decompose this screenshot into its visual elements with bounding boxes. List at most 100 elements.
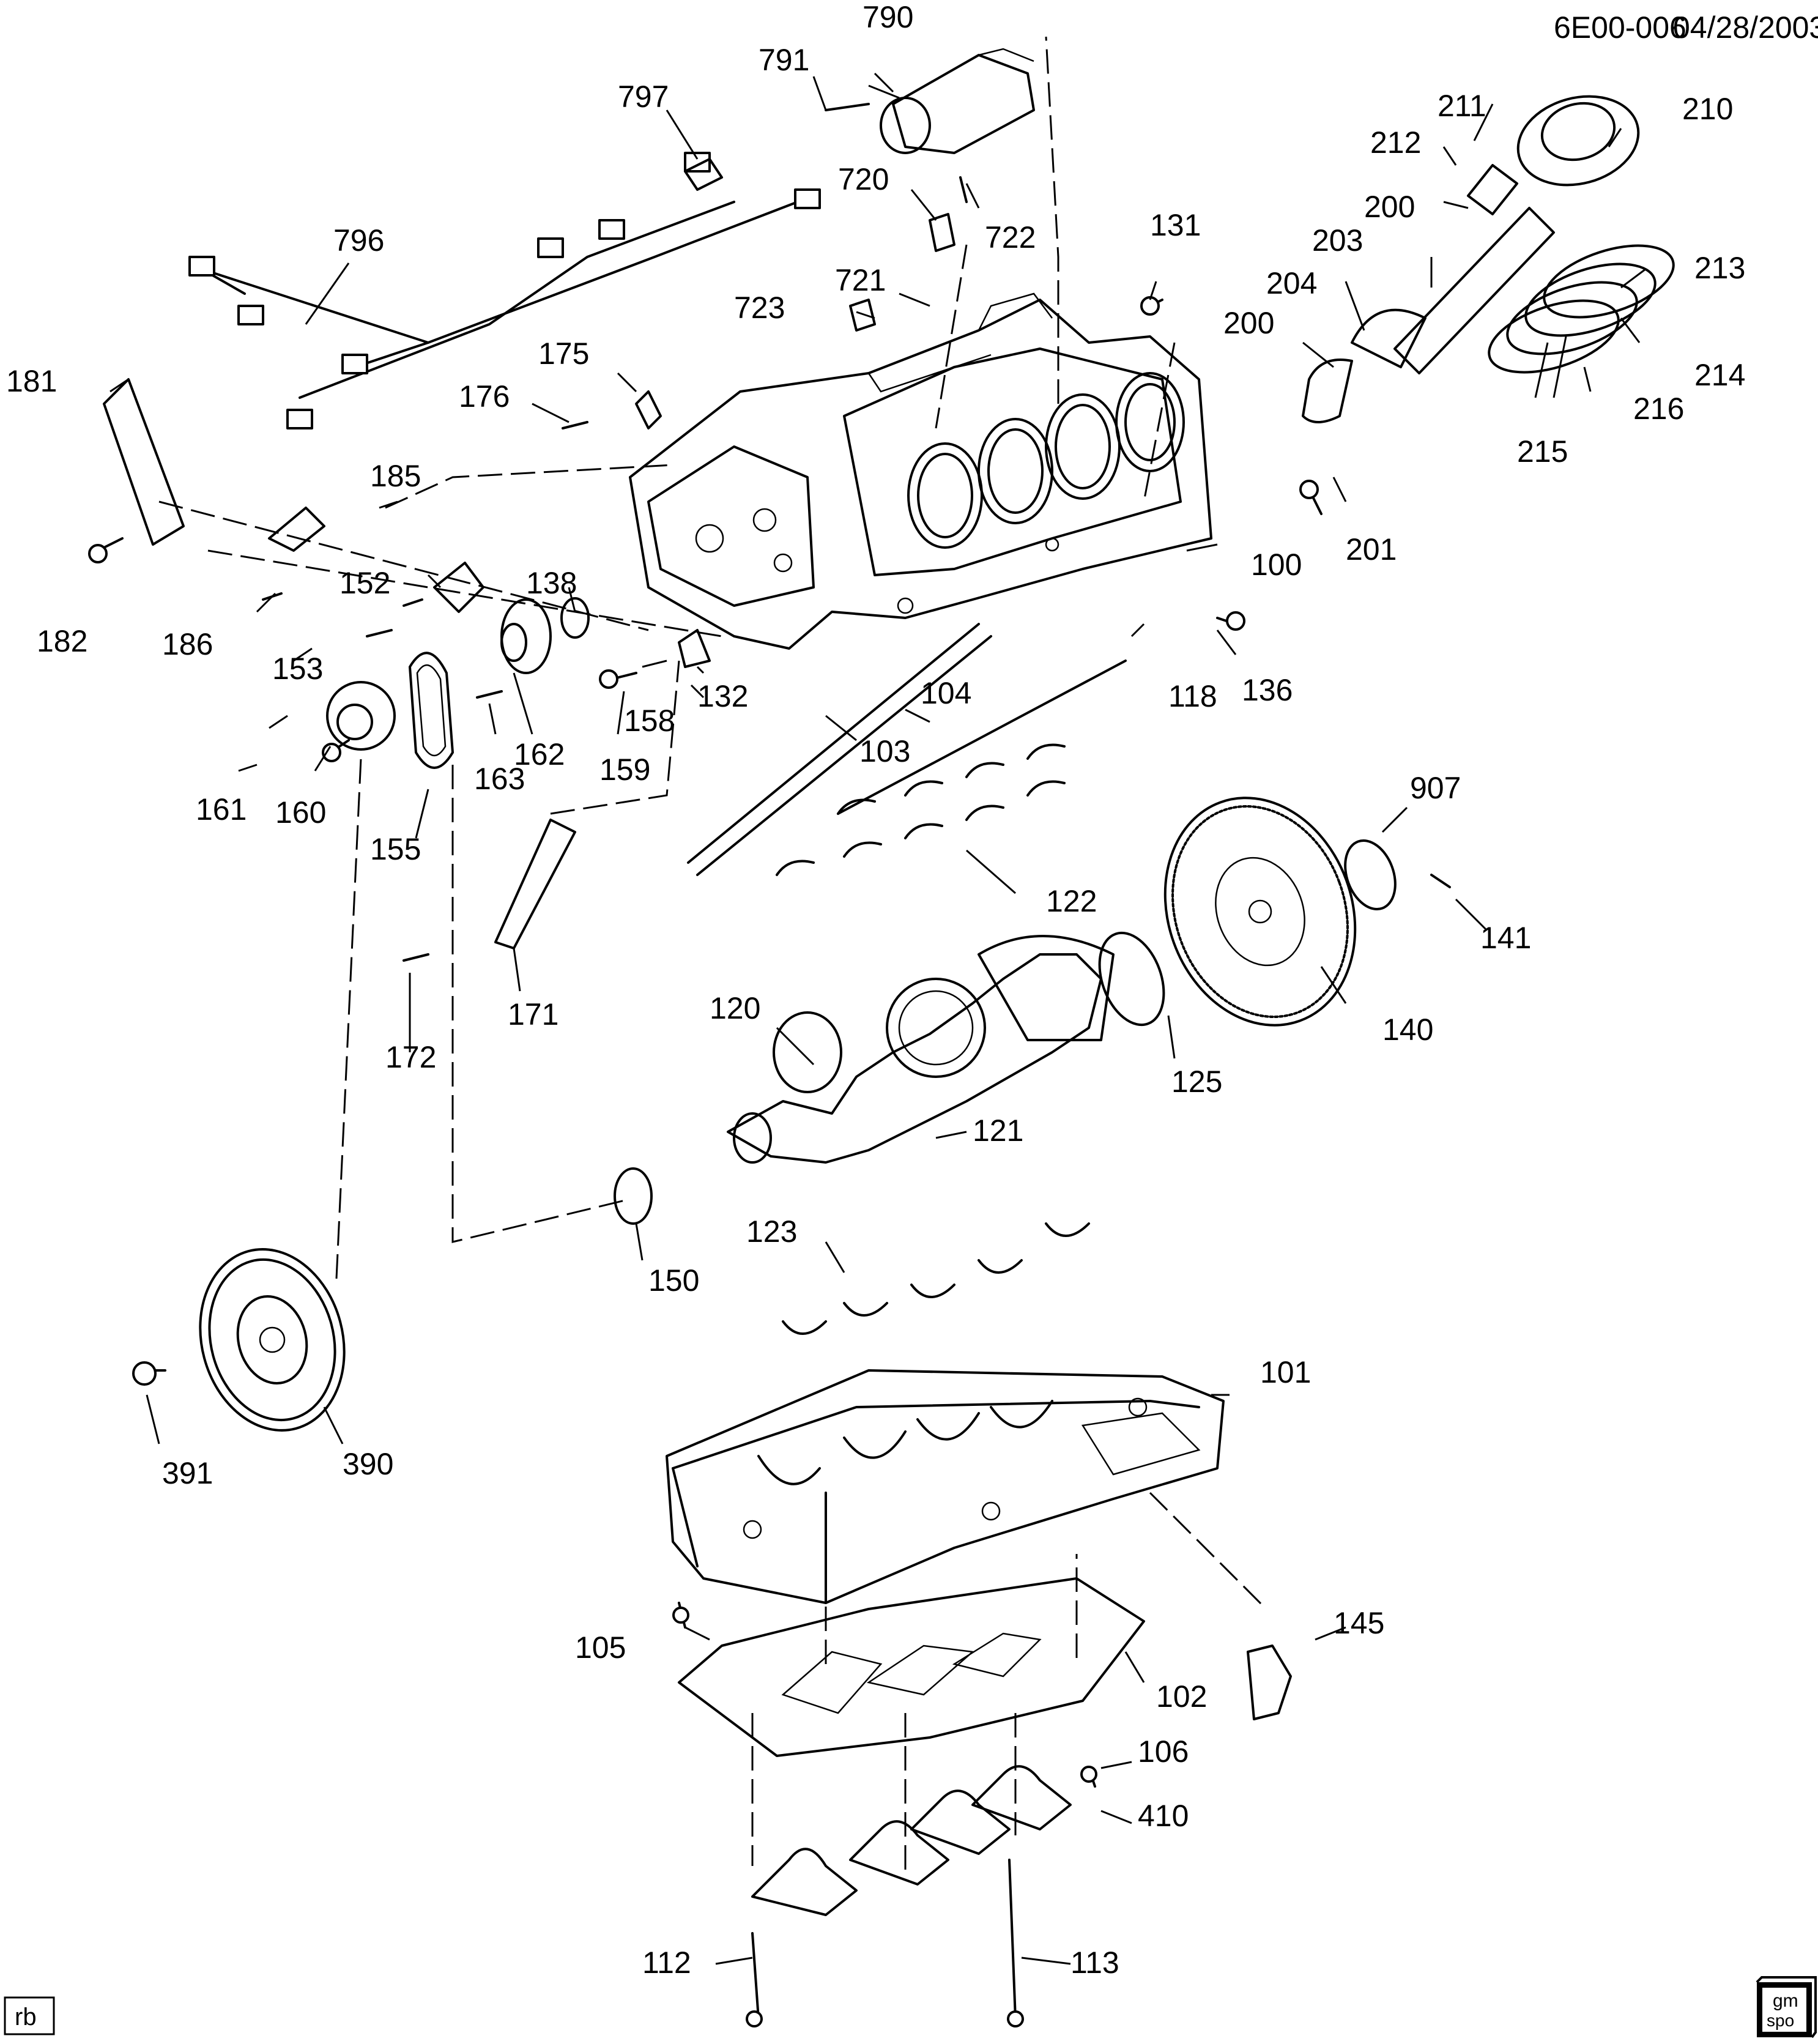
oil-cooler-145 xyxy=(1247,1644,1292,1720)
label-203: 203 xyxy=(1312,223,1363,258)
label-152: 152 xyxy=(339,566,390,600)
diagram-date: 04/28/2003 xyxy=(1673,10,1818,45)
rear-main-seal xyxy=(1098,931,1165,1027)
label-132: 132 xyxy=(697,679,748,713)
svg-text:rb: rb xyxy=(15,2004,37,2031)
label-100: 100 xyxy=(1251,548,1302,582)
label-211: 211 xyxy=(1438,89,1486,123)
flexplate-reinforcement xyxy=(1344,839,1397,911)
bearing-braces xyxy=(751,1765,1072,1916)
sensor-158 xyxy=(678,629,711,668)
svg-text:spo: spo xyxy=(1767,2011,1794,2030)
label-113: 113 xyxy=(1070,1946,1119,1980)
leader-lines xyxy=(109,72,1646,1965)
crank-sprocket-160 xyxy=(326,681,396,751)
label-171: 171 xyxy=(508,997,558,1031)
label-120: 120 xyxy=(710,991,760,1025)
flywheel xyxy=(1163,797,1357,1027)
fasteners xyxy=(88,103,1451,2027)
label-122: 122 xyxy=(1046,884,1097,918)
bracket-175 xyxy=(635,390,662,429)
label-105: 105 xyxy=(575,1630,626,1665)
label-797: 797 xyxy=(618,80,669,114)
crankshaft-balancer xyxy=(199,1248,346,1432)
label-138: 138 xyxy=(526,566,577,600)
label-131: 131 xyxy=(1150,208,1201,242)
diagram-code: 6E00-006 xyxy=(1554,10,1686,45)
lower-main-bearings xyxy=(782,1222,1090,1335)
timing-guide-181 xyxy=(103,378,185,546)
label-796: 796 xyxy=(333,223,384,258)
label-172: 172 xyxy=(385,1040,436,1074)
label-125: 125 xyxy=(1171,1065,1222,1099)
label-200-bottom: 200 xyxy=(1223,306,1274,340)
label-106: 106 xyxy=(1138,1734,1189,1769)
label-121: 121 xyxy=(973,1113,1023,1148)
label-721: 721 xyxy=(835,263,886,297)
label-210: 210 xyxy=(1682,92,1733,126)
starter-motor xyxy=(880,48,1035,154)
svg-text:gm: gm xyxy=(1773,1991,1798,2011)
label-212: 212 xyxy=(1370,125,1421,160)
label-101: 101 xyxy=(1260,1355,1311,1389)
piston-rings xyxy=(1488,244,1675,374)
label-390: 390 xyxy=(343,1447,393,1481)
label-723: 723 xyxy=(734,291,785,325)
sensor-723 xyxy=(849,299,876,332)
tensioner-152 xyxy=(433,562,484,613)
label-201: 201 xyxy=(1346,532,1397,567)
label-410: 410 xyxy=(1138,1799,1189,1833)
label-153: 153 xyxy=(272,652,323,686)
label-182: 182 xyxy=(37,624,87,658)
sprocket-150 xyxy=(614,1167,653,1225)
label-175: 175 xyxy=(538,336,589,371)
gasket-103 xyxy=(687,623,992,876)
sprocket-162 xyxy=(500,598,552,674)
crankshaft xyxy=(727,935,1115,1164)
upper-main-bearings xyxy=(776,743,1066,876)
label-791: 791 xyxy=(759,43,809,77)
label-204: 204 xyxy=(1266,266,1317,300)
sensor-797 xyxy=(684,158,723,191)
label-104: 104 xyxy=(921,676,971,710)
label-216: 216 xyxy=(1633,392,1684,426)
label-136: 136 xyxy=(1242,673,1293,707)
timing-chain-155 xyxy=(409,652,454,769)
gm-spo-logo: gm spo xyxy=(1756,1976,1817,2038)
label-907: 907 xyxy=(1410,771,1461,805)
label-161: 161 xyxy=(196,792,247,827)
wiring-harness xyxy=(188,152,821,429)
label-123: 123 xyxy=(746,1214,797,1249)
engine-block xyxy=(629,292,1212,650)
alignment-lines xyxy=(158,36,1267,1872)
label-140: 140 xyxy=(1382,1013,1433,1047)
label-200-top: 200 xyxy=(1364,190,1415,224)
callout-labels: 100 101 102 103 104 105 106 112 113 118 … xyxy=(6,0,1745,1980)
timing-guide-171 xyxy=(494,819,576,950)
oil-pan-gasket xyxy=(678,1577,1145,1757)
label-215: 215 xyxy=(1517,434,1568,469)
label-163: 163 xyxy=(474,762,525,796)
label-150: 150 xyxy=(648,1263,699,1298)
label-158: 158 xyxy=(624,704,675,738)
label-145: 145 xyxy=(1334,1606,1384,1640)
label-160: 160 xyxy=(275,795,326,830)
label-185: 185 xyxy=(370,459,421,493)
label-186: 186 xyxy=(162,627,213,661)
label-391: 391 xyxy=(162,1456,213,1490)
label-141: 141 xyxy=(1480,921,1531,955)
label-103: 103 xyxy=(859,734,910,768)
initials-box: rb xyxy=(4,1996,55,2035)
piston-assembly xyxy=(1302,95,1640,423)
label-214: 214 xyxy=(1694,358,1745,392)
label-181: 181 xyxy=(6,364,57,398)
label-162: 162 xyxy=(514,737,565,771)
sensor-720 xyxy=(929,213,955,252)
label-176: 176 xyxy=(459,379,510,414)
label-213: 213 xyxy=(1694,251,1745,285)
seal-138 xyxy=(560,597,590,639)
label-102: 102 xyxy=(1156,1679,1207,1714)
label-118: 118 xyxy=(1168,679,1217,713)
